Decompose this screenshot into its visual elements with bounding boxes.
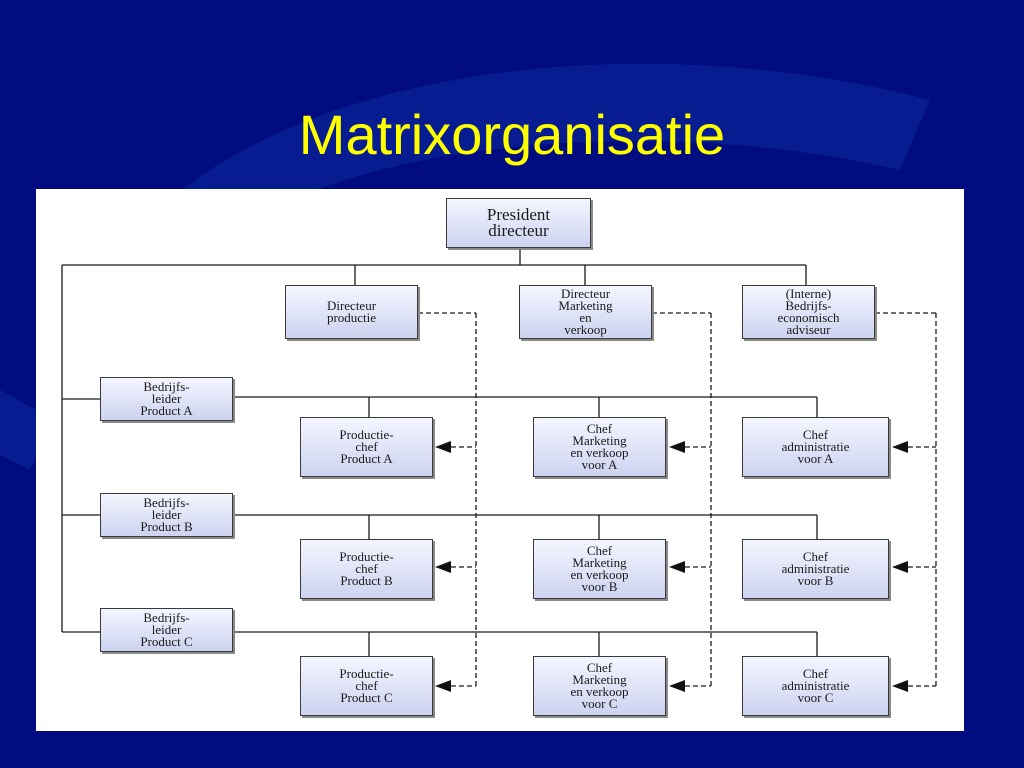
box-line: en verkoop [570,684,629,699]
box-line: Product B [340,573,393,588]
box-line: Bedrijfs- [785,298,832,313]
box-line: adviseur [786,322,831,337]
director-production-box: Directeur productie [285,285,418,339]
box-line: directeur [488,221,549,240]
arrow-head-2-1 [892,561,908,573]
box-line: voor C [797,690,834,705]
product-manager-b-box: Bedrijfs- leider Product B [100,493,233,537]
box-line: Marketing [558,298,613,313]
org-chart-connectors [61,248,937,692]
box-line: Marketing [572,555,627,570]
box-line: chef [355,678,378,693]
president-box: President directeur [446,198,591,248]
box-line: leider [151,622,182,637]
arrow-head-0-1 [435,561,451,573]
box-line: administratie [781,678,850,693]
box-line: Marketing [572,672,627,687]
box-line: Productie- [339,666,394,681]
product-manager-c-box: Bedrijfs- leider Product C [100,608,233,652]
arrow-head-0-2 [435,680,451,692]
production-chief-c-box: Productie- chef Product C [300,656,433,716]
box-line: Productie- [339,549,394,564]
marketing-chief-b-box: Chef Marketing en verkoop voor B [533,539,666,599]
box-line: Chef [802,549,829,564]
box-line: voor A [797,451,834,466]
administration-chief-b-box: Chef administratie voor B [742,539,889,599]
arrow-head-0-0 [435,441,451,453]
product-manager-a-box: Bedrijfs- leider Product A [100,377,233,421]
box-line: en verkoop [570,567,629,582]
box-line: leider [151,391,182,406]
box-line: Directeur [560,286,611,301]
box-line: voor A [581,457,618,472]
production-chief-a-box: Productie- chef Product A [300,417,433,477]
box-line: Productie- [339,427,394,442]
arrow-head-2-0 [892,441,908,453]
box-line: Chef [586,421,613,436]
box-line: Bedrijfs- [143,379,190,394]
box-line: Product B [140,519,193,534]
swoosh-left-arc [0,390,55,470]
box-line: chef [355,439,378,454]
box-line: productie [326,310,377,325]
arrow-head-1-0 [669,441,685,453]
box-line: Bedrijfs- [143,610,190,625]
box-line: Bedrijfs- [143,495,190,510]
arrow-head-1-1 [669,561,685,573]
marketing-chief-a-box: Chef Marketing en verkoop voor A [533,417,666,477]
box-line: Chef [586,543,613,558]
administration-chief-c-box: Chef administratie voor C [742,656,889,716]
business-economist-box: (Interne) Bedrijfs- economisch adviseur [742,285,875,339]
arrow-head-2-2 [892,680,908,692]
box-line: Product C [140,634,193,649]
box-line: verkoop [564,322,607,337]
box-line: Marketing [572,433,627,448]
box-line: Product A [340,451,393,466]
box-line: administratie [781,439,850,454]
box-line: economisch [777,310,840,325]
arrow-head-1-2 [669,680,685,692]
box-line: Product C [340,690,393,705]
org-chart-panel: President directeur Directeur productie … [36,189,964,731]
box-line: leider [151,507,182,522]
box-line: Chef [802,666,829,681]
box-line: (Interne) [785,286,832,301]
box-line: voor B [797,573,834,588]
box-line: en [579,310,592,325]
box-line: administratie [781,561,850,576]
production-chief-b-box: Productie- chef Product B [300,539,433,599]
box-line: Chef [586,660,613,675]
director-marketing-box: Directeur Marketing en verkoop [519,285,652,339]
box-line: Chef [802,427,829,442]
box-line: President [486,205,551,224]
marketing-chief-c-box: Chef Marketing en verkoop voor C [533,656,666,716]
box-line: voor C [581,696,618,711]
administration-chief-a-box: Chef administratie voor A [742,417,889,477]
box-line: Directeur [326,298,377,313]
box-line: en verkoop [570,445,629,460]
slide-title: Matrixorganisatie [298,103,726,166]
box-line: Product A [140,403,193,418]
swoosh-top-band [170,63,930,225]
box-line: voor B [581,579,618,594]
box-line: chef [355,561,378,576]
